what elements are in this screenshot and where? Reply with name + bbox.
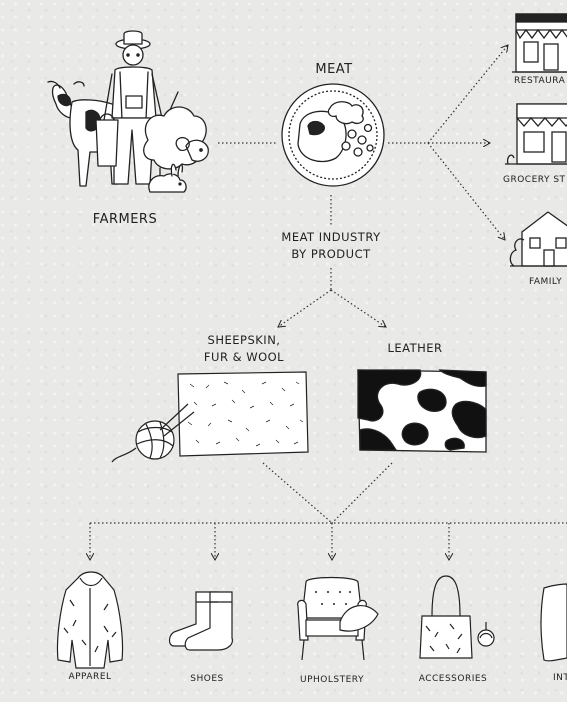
byproduct-label: MEAT INDUSTRY BY PRODUCT [250, 229, 412, 263]
connector-to-sheepskin [278, 290, 331, 327]
meat-label: MEAT [296, 62, 372, 77]
connector-sheepskin-merge [263, 463, 332, 523]
connector-to-leather [331, 290, 386, 327]
farmers-illustration [48, 31, 208, 192]
restaurant-icon [512, 14, 567, 72]
fur-coat-icon [57, 572, 122, 668]
upholstery-label: UPHOLSTERY [290, 675, 374, 685]
connector-hub-restaurant [428, 45, 508, 143]
pillow-icon [541, 584, 567, 661]
connector-hub-family [428, 143, 505, 240]
sheep-icon [144, 107, 209, 182]
sheepskin-label: SHEEPSKIN, FUR & WOOL [196, 332, 292, 366]
bag-icon [420, 576, 494, 658]
shoes-label: SHOES [176, 674, 238, 684]
byproduct-label-line2: BY PRODUCT [250, 246, 412, 263]
sheepskin-label-line1: SHEEPSKIN, [196, 332, 292, 349]
grocery-label: GROCERY ST [503, 175, 567, 185]
family-label: FAMILY [529, 277, 567, 287]
grocery-store-icon [505, 104, 567, 164]
house-icon [510, 212, 567, 266]
accessories-label: ACCESSORIES [410, 674, 496, 684]
leather-hide-icon [358, 370, 486, 452]
interior-label: INT [553, 673, 567, 683]
sheepskin-label-line2: FUR & WOOL [196, 349, 292, 366]
restaurants-label: RESTAURA [514, 76, 567, 86]
sheepskin-icon [178, 372, 308, 456]
connector-leather-merge [332, 463, 392, 523]
byproduct-label-line1: MEAT INDUSTRY [250, 229, 412, 246]
armchair-icon [298, 578, 378, 661]
apparel-label: APPAREL [54, 672, 126, 682]
leather-label: LEATHER [372, 341, 458, 355]
farmers-label: FARMERS [70, 212, 180, 227]
meat-plate-icon [282, 84, 384, 186]
boots-icon [170, 592, 233, 650]
